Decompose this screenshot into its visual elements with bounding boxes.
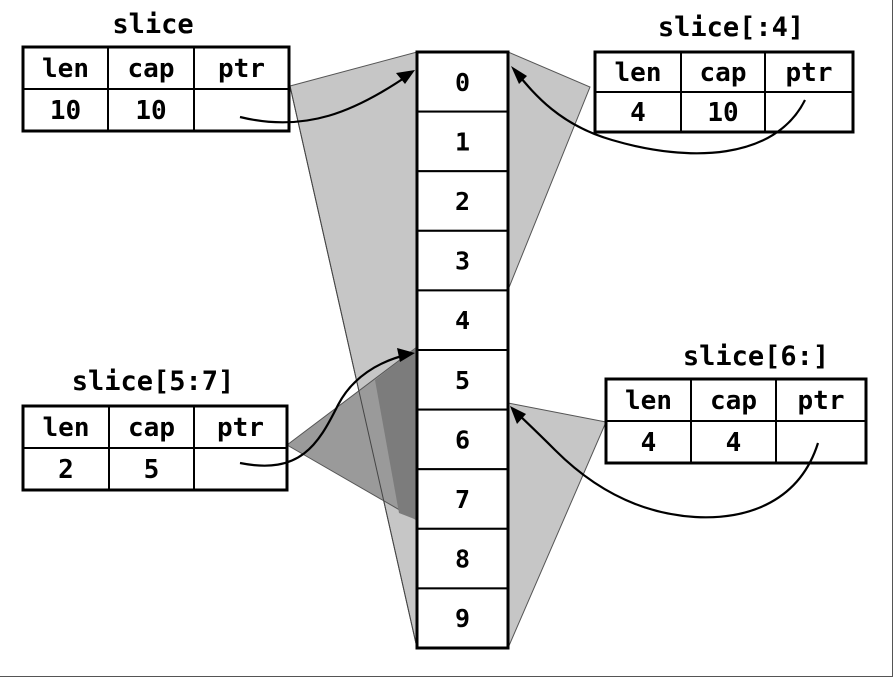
header-field-label: ptr (218, 54, 265, 84)
header-field-value: 10 (135, 96, 166, 126)
array-cell (416, 587, 509, 650)
header-field-label: ptr (798, 386, 845, 416)
array-cell (416, 110, 509, 173)
slice-title: slice[6:] (683, 341, 829, 372)
header-field-label: ptr (217, 413, 264, 443)
array-index-label: 8 (455, 545, 470, 574)
header-field-label: len (42, 54, 89, 84)
array-index-label: 4 (455, 306, 470, 335)
header-field-label: len (43, 413, 90, 443)
header-field-value: 10 (50, 96, 81, 126)
wedge-full-edge (289, 85, 418, 649)
header-field-label: cap (128, 54, 175, 84)
arrow-head-head (511, 66, 527, 84)
header-field-label: cap (128, 413, 175, 443)
array-cell (416, 289, 509, 351)
arrow-tail-ptr (515, 411, 820, 519)
header-field-value: 4 (630, 98, 646, 128)
header-field-value: 4 (641, 428, 657, 458)
header-field-value: 4 (726, 428, 742, 458)
header-field-value: 2 (58, 455, 74, 485)
header-field-label: cap (710, 386, 757, 416)
wedge-overlap (375, 347, 417, 520)
slice-header-tail: slice[6:] len 4 cap 4 ptr (604, 341, 868, 465)
array-index-label: 9 (455, 604, 470, 633)
arrow-full-head (396, 70, 415, 84)
arrow-mid-head (397, 348, 415, 362)
array-outline (415, 50, 510, 650)
arrow-mid-ptr (239, 352, 411, 467)
backing-array: 0 1 2 3 4 5 6 7 8 9 (415, 50, 510, 650)
array-index-label: 2 (455, 187, 470, 216)
header-field-label: cap (700, 58, 747, 88)
slice-header-full: slice len 10 cap 10 ptr (21, 9, 291, 133)
slice-title: slice[:4] (658, 12, 804, 43)
slice-headers: slicelen10cap10ptrslice[:4]len4cap10ptrs… (21, 9, 868, 492)
array-index-label: 6 (455, 425, 470, 454)
array-index-label: 3 (455, 247, 470, 276)
wedge-tail (507, 402, 607, 649)
arrow-head-ptr (515, 71, 806, 155)
slice-title: slice[5:7] (72, 366, 235, 397)
header-field-value: 5 (144, 455, 160, 485)
array-cell (416, 51, 509, 113)
array-index-label: 1 (455, 127, 470, 156)
slice-header-head: slice[:4] len 4 cap 10 ptr (593, 12, 855, 134)
header-field-label: len (625, 386, 672, 416)
array-index-label: 7 (455, 485, 470, 514)
slice-header-mid: slice[5:7] len 2 cap 5 ptr (21, 366, 289, 492)
header-field-label: ptr (786, 58, 833, 88)
pointer-arrows (239, 66, 820, 519)
arrow-tail-head (510, 406, 526, 424)
slice-title: slice (112, 9, 193, 40)
header-field-value: 10 (707, 98, 738, 128)
coverage-wedges (286, 51, 607, 649)
array-cell (416, 229, 509, 292)
array-index-label: 0 (455, 68, 470, 97)
array-index-label: 5 (455, 366, 470, 395)
wedge-head (507, 51, 591, 291)
header-field-label: len (615, 58, 662, 88)
arrow-full-ptr (239, 73, 411, 124)
